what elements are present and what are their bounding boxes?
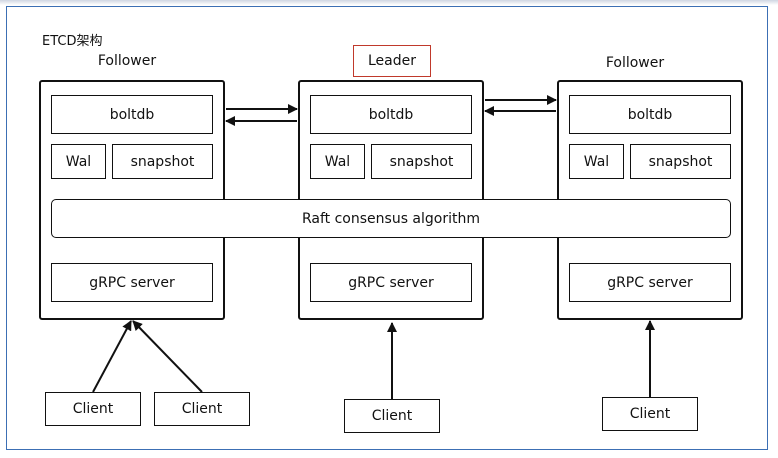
wal-box: Wal <box>51 144 106 179</box>
client-request-arrow <box>132 320 203 393</box>
client-request-arrow <box>92 320 132 393</box>
grpc-server-box: gRPC server <box>569 263 731 302</box>
snapshot-box: snapshot <box>371 144 472 179</box>
boltdb-box: boltdb <box>310 95 472 134</box>
follower-label-right: Follower <box>605 55 665 71</box>
boltdb-box: boltdb <box>569 95 731 134</box>
top-shadow <box>0 0 778 5</box>
client-box: Client <box>154 392 250 426</box>
diagram-title: ETCD架构 <box>42 34 103 49</box>
grpc-server-box: gRPC server <box>310 263 472 302</box>
grpc-server-box: gRPC server <box>51 263 213 302</box>
client-box: Client <box>344 399 440 433</box>
diagram-frame <box>6 6 768 450</box>
raft-consensus-bar: Raft consensus algorithm <box>51 199 731 238</box>
boltdb-box: boltdb <box>51 95 213 134</box>
client-box: Client <box>602 397 698 431</box>
follower-label-left: Follower <box>97 53 157 69</box>
wal-box: Wal <box>569 144 624 179</box>
snapshot-box: snapshot <box>630 144 731 179</box>
client-box: Client <box>45 392 141 426</box>
wal-box: Wal <box>310 144 365 179</box>
leader-label: Leader <box>353 45 431 77</box>
snapshot-box: snapshot <box>112 144 213 179</box>
